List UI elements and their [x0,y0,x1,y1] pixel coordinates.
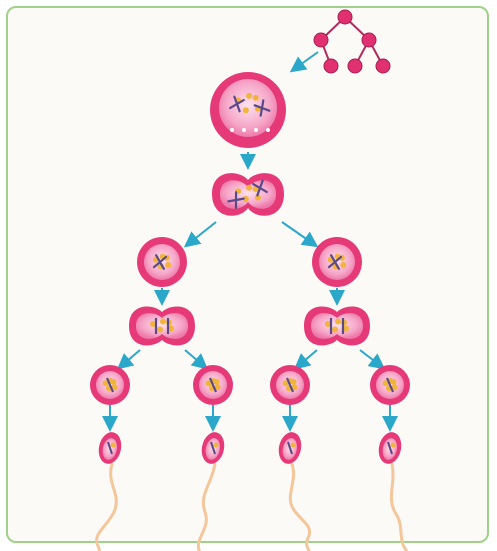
sperm-tail [391,464,408,551]
granule [254,128,258,132]
secondary-spermatocyte [137,237,187,287]
granule [165,262,171,268]
granule [157,327,163,333]
arrow [185,350,205,367]
arrow [187,222,216,245]
dividing-spermatocyte [212,173,284,216]
arrow [293,52,318,70]
granule [246,185,252,191]
granule [335,319,341,325]
tree-node [314,33,328,47]
granule [266,128,270,132]
cells [90,72,410,551]
spermatid [370,365,410,405]
arrow [120,350,140,367]
spermatid [90,365,130,405]
spermatozoon [193,430,227,551]
arrow [297,350,317,367]
arrow [282,222,315,245]
sperm-tail [193,464,215,551]
granule [160,319,166,325]
dividing-secondary-spermatocyte [129,307,195,346]
spermatozoon [91,430,124,551]
granule [332,327,338,333]
secondary-spermatocyte [312,237,362,287]
cell-cytoplasm [319,244,355,280]
sperm-tail [290,464,314,551]
granule [391,443,396,448]
spermatid [193,365,233,405]
granule [230,128,234,132]
spermatozoon [276,430,315,551]
granule [253,95,259,101]
arrow [360,350,382,367]
tree-node [324,59,338,73]
spermatid [270,365,310,405]
tree-node [376,59,390,73]
granule [242,128,246,132]
spermatozoon [376,430,408,551]
granule [291,443,296,448]
dividing-secondary-spermatocyte [304,307,370,346]
cell-cytoplasm [144,244,180,280]
granule [111,443,116,448]
lineage-tree [314,10,390,73]
tree-node [338,10,352,24]
granule [340,262,346,268]
granule [243,107,249,113]
tree-node [348,59,362,73]
primary-spermatocyte [210,72,286,148]
granule [214,443,219,448]
tree-node [362,33,376,47]
sperm-tail [91,464,116,551]
granule [246,93,252,99]
